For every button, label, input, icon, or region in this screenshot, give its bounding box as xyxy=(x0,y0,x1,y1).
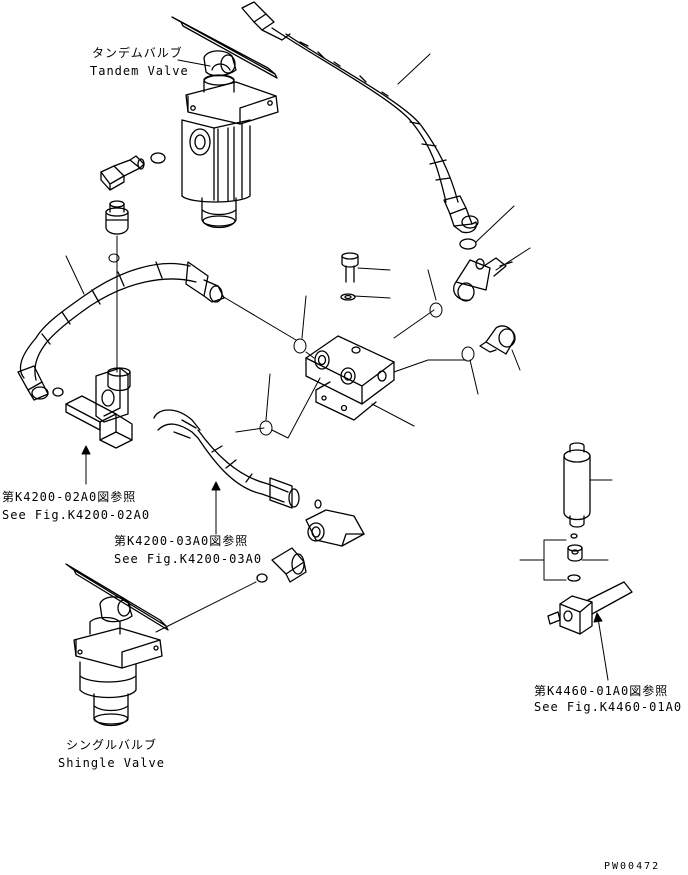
elbow-fitting-right xyxy=(453,238,513,302)
single-valve-label-en: Shingle Valve xyxy=(58,756,165,770)
single-valve-label-ja: シングルバルブ xyxy=(66,738,158,752)
tandem-valve-label-ja: タンデムバルブ xyxy=(92,46,183,60)
o-ring xyxy=(150,152,166,164)
small-fittings xyxy=(567,533,583,582)
manifold-block xyxy=(305,335,395,421)
plug-fitting xyxy=(479,325,516,355)
lower-fittings xyxy=(256,509,365,583)
bolt-and-washer xyxy=(340,252,359,301)
right-block xyxy=(547,581,633,635)
ref-k4200-03a0-en: See Fig.K4200-03A0 xyxy=(114,552,263,566)
accumulator xyxy=(563,442,591,528)
ref-k4460-01a0-en: See Fig.K4460-01A0 xyxy=(534,700,683,714)
tandem-valve-label-en: Tandem Valve xyxy=(90,64,189,78)
ref-k4460-01a0-ja: 第K4460-01A0図参照 xyxy=(534,684,669,698)
leader-lines xyxy=(65,53,613,681)
tandem-valve xyxy=(171,16,279,229)
ref-k4200-02a0-ja: 第K4200-02A0図参照 xyxy=(2,490,137,504)
drawing-number: PW00472 xyxy=(604,861,661,872)
middle-hose xyxy=(153,409,322,509)
upper-hose xyxy=(241,1,479,234)
side-elbow-fitting xyxy=(100,152,166,191)
tee-connector xyxy=(65,367,133,449)
ref-k4200-03a0-ja: 第K4200-03A0図参照 xyxy=(114,534,249,548)
left-hose xyxy=(17,261,225,401)
adapter-fitting xyxy=(105,200,129,235)
single-valve xyxy=(65,563,169,727)
ref-k4200-02a0-en: See Fig.K4200-02A0 xyxy=(2,508,151,522)
